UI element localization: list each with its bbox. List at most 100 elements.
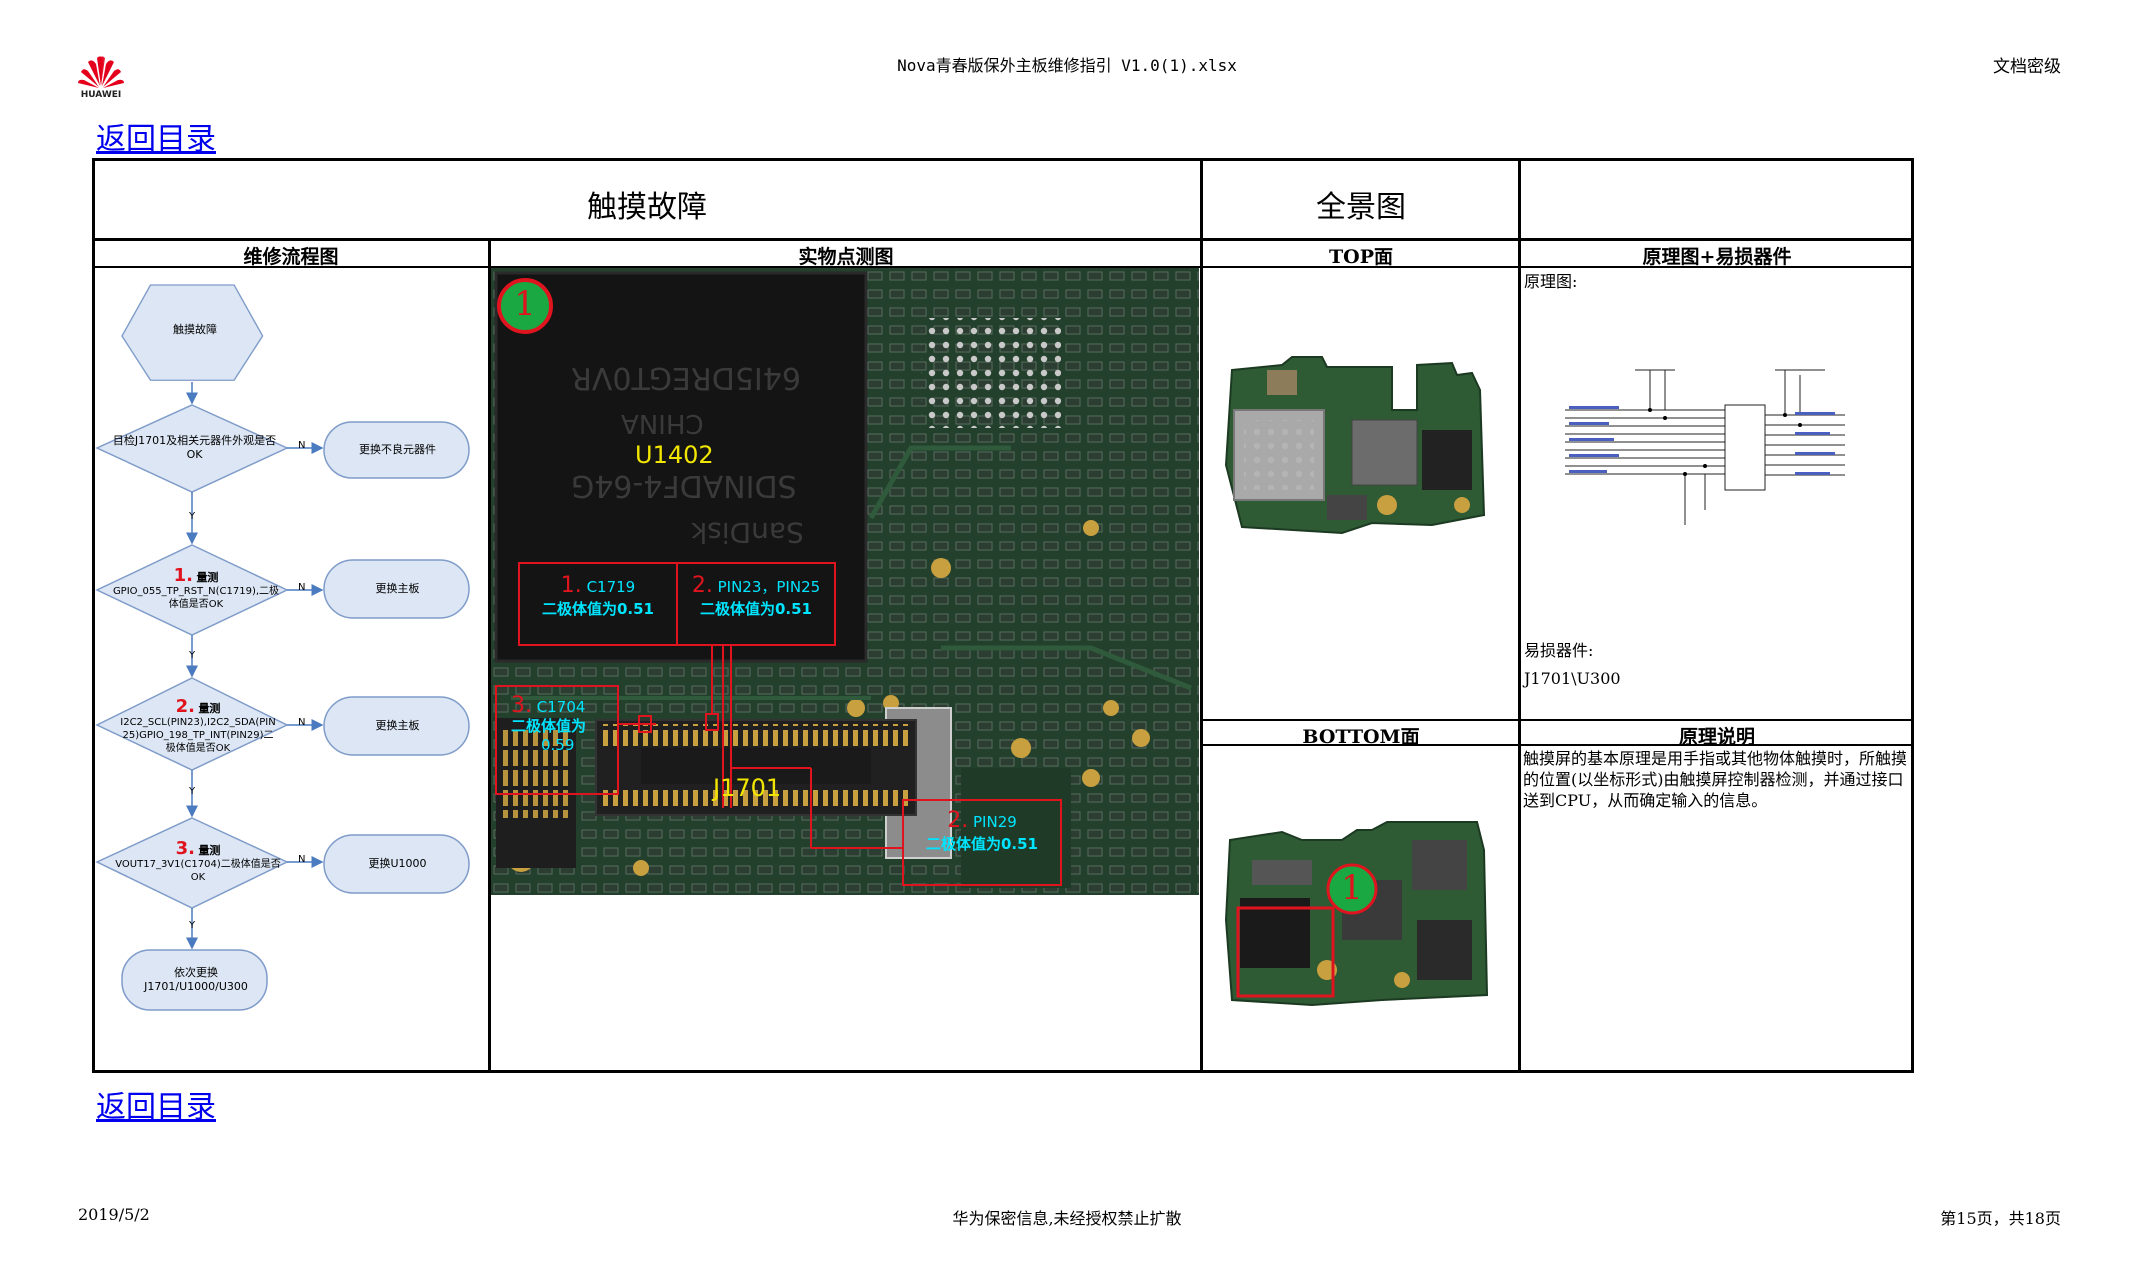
flow-action-replace-board-2: 更换主板 xyxy=(375,719,420,732)
probe-value: 二极体值为0.51 xyxy=(925,835,1038,853)
step-title: 量测 xyxy=(198,701,221,715)
no-label: N xyxy=(298,854,306,865)
step-text: GPIO_055_TP_RST_N(C1719),二极体值是否OK xyxy=(112,586,280,610)
divider xyxy=(92,266,1914,268)
action-shape xyxy=(323,559,470,619)
vulnerable-parts-value: J1701\U300 xyxy=(1524,669,1621,688)
col-header-flow: 维修流程图 xyxy=(243,246,339,268)
divider xyxy=(1200,744,1914,746)
footer-date: 2019/5/2 xyxy=(78,1205,150,1224)
step-text: I2C2_SCL(PIN23),I2C2_SDA(PIN25)GPIO_198_… xyxy=(120,716,276,754)
flow-step-measure-1: 1. 量测 GPIO_055_TP_RST_N(C1719),二极体值是否OK xyxy=(110,552,282,628)
brand-text: HUAWEI xyxy=(80,90,122,100)
file-title: Nova青春版保外主板维修指引 V1.0(1).xlsx xyxy=(897,56,1237,75)
flow-step-measure-3: 3. 量测 VOUT17_3V1(C1704)二极体值是否OK xyxy=(112,825,284,901)
huawei-logo-icon xyxy=(78,56,124,88)
probe-box-3: 3. C1704 二极体值为 0.59 xyxy=(511,693,631,755)
bottom-marker-number: 1 xyxy=(1341,868,1363,908)
step-text: VOUT17_3V1(C1704)二极体值是否OK xyxy=(115,859,281,883)
probe-number: 1. xyxy=(560,573,582,598)
bottom-board-graphic xyxy=(1224,821,1489,1007)
step-title: 量测 xyxy=(196,571,219,584)
probe-number: 2. xyxy=(691,573,713,598)
marker-circle xyxy=(1326,863,1378,915)
probe-part: C1704 xyxy=(536,698,586,716)
schematic-graphic xyxy=(1565,369,1845,525)
probe-value: 二极体值为 xyxy=(511,717,587,735)
col-header-bottom: BOTTOM面 xyxy=(1302,726,1420,748)
no-label: N xyxy=(298,717,306,728)
step-title: 量测 xyxy=(198,844,221,857)
huawei-logo: HUAWEI xyxy=(76,52,126,102)
back-to-index-link-top[interactable]: 返回目录 xyxy=(96,122,216,157)
yes-label: Y xyxy=(189,786,196,797)
divider xyxy=(1518,158,1521,1073)
col-header-photo: 实物点测图 xyxy=(798,246,894,268)
flow-action-replace-parts: 更换不良元器件 xyxy=(359,443,436,456)
step-number: 1. xyxy=(173,565,193,586)
col-header-schematic: 原理图+易损器件 xyxy=(1642,246,1792,268)
probe-value: 二极体值为0.51 xyxy=(699,600,812,618)
panorama-title: 全景图 xyxy=(1316,190,1406,225)
probe-value-number: 0.59 xyxy=(541,736,575,754)
table-title: 触摸故障 xyxy=(587,190,707,225)
yes-label: Y xyxy=(189,920,196,931)
chip-print-1: 64I5DREGT0VR xyxy=(571,360,801,395)
start-shape xyxy=(121,284,264,381)
bottom-board-image: 1 xyxy=(1222,820,1500,1010)
flow-action-replace-board-1: 更换主板 xyxy=(375,582,420,595)
chip-print-3: SDINADF4-64G xyxy=(571,468,797,503)
flow-step-measure-2: 2. 量测 I2C2_SCL(PIN23),I2C2_SDA(PIN25)GPI… xyxy=(118,680,278,774)
chip-label-u1402: U1402 xyxy=(635,441,714,469)
classification-label: 文档密级 xyxy=(1993,57,2061,77)
top-board-image xyxy=(1222,355,1500,535)
top-board-graphic xyxy=(1224,356,1486,535)
end-shape xyxy=(121,949,268,1011)
schematic-label: 原理图: xyxy=(1524,272,1578,291)
chip-print-4: SanDisk xyxy=(691,516,804,549)
probe-number: 2. xyxy=(947,808,969,833)
divider xyxy=(1200,158,1203,1073)
probe-part: PIN23，PIN25 xyxy=(717,578,821,596)
flow-action-replace-u1000: 更换U1000 xyxy=(368,857,427,870)
divider xyxy=(92,238,1914,241)
action-shape xyxy=(323,421,470,479)
probe-box-1: 1. C1719 二极体值为0.51 xyxy=(519,573,677,619)
probe-number: 3. xyxy=(511,693,532,718)
yes-label: Y xyxy=(189,511,196,522)
connector-label-j1701: J1701 xyxy=(713,774,782,802)
flow-step-inspect: 目检J1701及相关元器件外观是否OK xyxy=(112,434,277,461)
back-to-index-link-bottom[interactable]: 返回目录 xyxy=(96,1090,216,1125)
vulnerable-parts-label: 易损器件: xyxy=(1524,641,1594,660)
col-header-principle: 原理说明 xyxy=(1678,726,1755,748)
principle-text: 触摸屏的基本原理是用手指或其他物体触摸时，所触摸的位置(以坐标形式)由触摸屏控制… xyxy=(1523,749,1908,810)
pcb-photo-graphic xyxy=(491,268,1199,895)
step-number: 3. xyxy=(175,838,195,859)
divider xyxy=(1200,719,1914,721)
flow-end: 依次更换J1701/U1000/U300 xyxy=(144,966,248,993)
footer-confidential: 华为保密信息,未经授权禁止扩散 xyxy=(952,1209,1182,1228)
marker-circle xyxy=(497,278,553,334)
chip-print-2: CHINA xyxy=(621,408,704,438)
probe-value: 二极体值为0.51 xyxy=(541,600,654,618)
no-label: N xyxy=(298,440,306,451)
probe-box-4: 2. PIN29 二极体值为0.51 xyxy=(903,808,1061,854)
action-shape xyxy=(323,834,470,894)
action-shape xyxy=(323,696,470,756)
divider xyxy=(488,240,491,1073)
flowchart-lines xyxy=(95,284,470,1011)
flow-start: 触摸故障 xyxy=(173,323,217,336)
yes-label: Y xyxy=(189,650,196,661)
step-number: 2. xyxy=(175,695,195,717)
probe-part: PIN29 xyxy=(973,813,1017,831)
footer-page: 第15页，共18页 xyxy=(1940,1209,2061,1228)
pcb-photo: 1 64I5DREGT0VR CHINA SDINADF4-64G SanDis… xyxy=(491,268,1199,895)
no-label: N xyxy=(298,582,306,593)
fault-table xyxy=(92,158,1914,1073)
probe-box-2: 2. PIN23，PIN25 二极体值为0.51 xyxy=(677,573,835,619)
col-header-top: TOP面 xyxy=(1329,246,1393,268)
probe-part: C1719 xyxy=(586,578,636,596)
chip-u1402-body xyxy=(494,271,868,663)
marker-number: 1 xyxy=(514,284,536,324)
schematic-image xyxy=(1555,360,1875,540)
